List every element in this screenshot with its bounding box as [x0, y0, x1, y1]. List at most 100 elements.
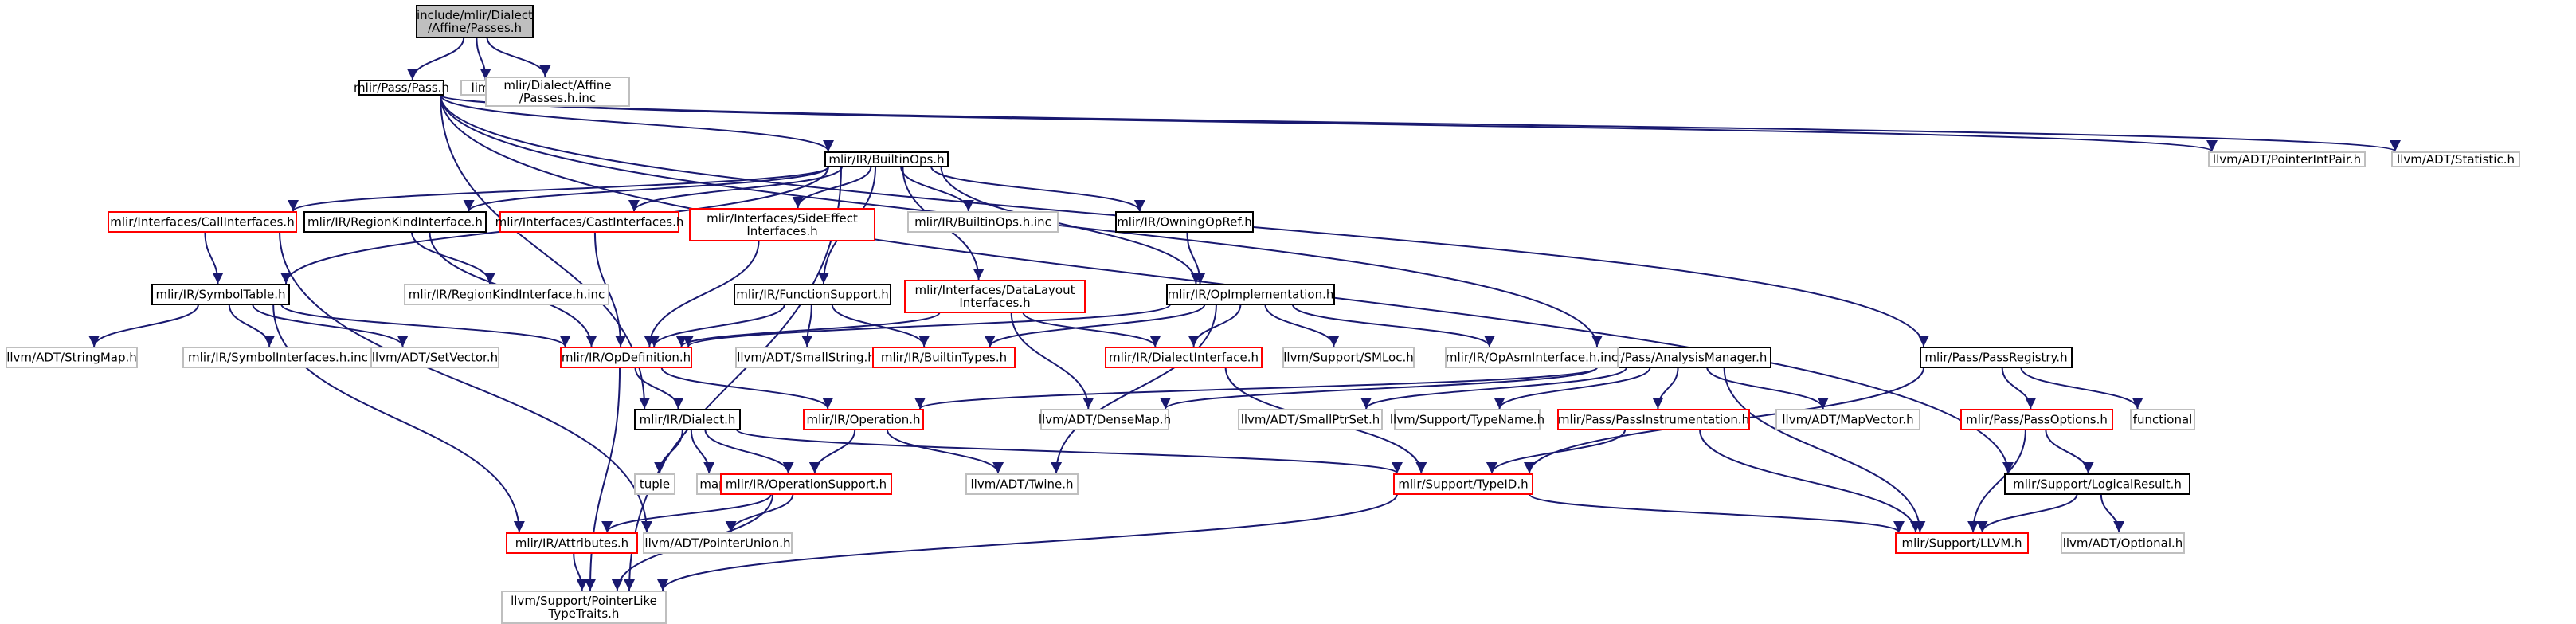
node-opdefinition[interactable]: mlir/IR/OpDefinition.h: [560, 347, 692, 368]
node-builtinops-inc[interactable]: mlir/IR/BuiltinOps.h.inc: [907, 211, 1059, 233]
edge-passoptions-to-support-llvm: [1967, 429, 2026, 533]
node-box: [2208, 151, 2366, 167]
edge-dialect-to-map: [690, 429, 715, 474]
edge-functionsupport-to-smallstring: [801, 304, 813, 347]
edge-analysismanager-to-smallptrset: [1360, 367, 1627, 410]
node-stringmap[interactable]: llvm/ADT/StringMap.h: [6, 347, 138, 368]
node-label: mlir/Pass/Pass.h: [354, 80, 449, 95]
node-typeid[interactable]: mlir/Support/TypeID.h: [1393, 473, 1533, 495]
node-label: mlir/IR/FunctionSupport.h: [736, 288, 888, 302]
node-setvector[interactable]: llvm/ADT/SetVector.h: [370, 347, 499, 368]
edge-builtinops-to-castinterfaces: [628, 166, 844, 212]
edge-root-to-passes-inc: [486, 37, 551, 77]
node-smallstring[interactable]: llvm/ADT/SmallString.h: [735, 347, 877, 368]
node-castinterfaces[interactable]: mlir/Interfaces/CastInterfaces.h: [495, 211, 684, 233]
node-logicalresult[interactable]: mlir/Support/LogicalResult.h: [2004, 473, 2190, 495]
node-box: [1115, 211, 1254, 233]
edge-operation-to-twine: [886, 429, 1004, 474]
edge-operationsupport-to-attributes: [601, 493, 772, 533]
node-box: [634, 473, 675, 495]
node-typename[interactable]: llvm/Support/TypeName.h: [1390, 409, 1544, 430]
node-densemap[interactable]: llvm/ADT/DenseMap.h: [1039, 409, 1171, 430]
node-callinterfaces[interactable]: mlir/Interfaces/CallInterfaces.h: [108, 211, 297, 233]
node-attributes[interactable]: mlir/IR/Attributes.h: [506, 532, 638, 554]
node-label: mlir/IR/SymbolInterfaces.h.inc: [188, 351, 368, 365]
edge-dialect-to-typeid: [736, 429, 1403, 474]
node-label: mlir/IR/Attributes.h: [515, 536, 628, 551]
node-label: mlir/IR/DialectInterface.h: [1109, 351, 1259, 365]
node-mapvector[interactable]: llvm/ADT/MapVector.h: [1775, 409, 1920, 430]
node-label: /Passes.h.inc: [519, 91, 596, 105]
node-box: [6, 347, 138, 368]
node-label: llvm/Support/TypeName.h: [1390, 413, 1544, 427]
edge-analysismanager-to-passinstrumentation: [1652, 367, 1679, 410]
node-builtintypes[interactable]: mlir/IR/BuiltinTypes.h: [872, 347, 1016, 368]
node-label: mlir/IR/BuiltinTypes.h: [881, 351, 1007, 365]
node-builtinops[interactable]: mlir/IR/BuiltinOps.h: [824, 151, 949, 167]
node-smloc[interactable]: llvm/Support/SMLoc.h: [1282, 347, 1415, 368]
node-pointerintpair[interactable]: llvm/ADT/PointerIntPair.h: [2208, 151, 2366, 167]
node-label: llvm/ADT/Twine.h: [970, 477, 1073, 492]
edge-regionkind-to-regionkind-inc: [411, 231, 495, 285]
node-operationsupport[interactable]: mlir/IR/OperationSupport.h: [720, 473, 892, 495]
node-pointerunion[interactable]: llvm/ADT/PointerUnion.h: [643, 532, 793, 554]
node-symboltable[interactable]: mlir/IR/SymbolTable.h: [151, 284, 290, 305]
node-pass[interactable]: mlir/Pass/Pass.h: [354, 80, 449, 96]
node-dialect[interactable]: mlir/IR/Dialect.h: [634, 409, 741, 430]
node-box: [907, 211, 1059, 233]
edge-opimpl-to-twine: [1051, 304, 1217, 474]
edge-builtinops-to-builtinops-inc: [900, 166, 974, 212]
node-passregistry[interactable]: mlir/Pass/PassRegistry.h: [1920, 347, 2073, 368]
edge-builtinops-to-regionkind: [463, 166, 829, 212]
node-label: llvm/ADT/StringMap.h: [6, 351, 137, 365]
node-regionkind[interactable]: mlir/IR/RegionKindInterface.h: [303, 211, 487, 233]
node-label: llvm/ADT/SetVector.h: [372, 351, 498, 365]
node-label: llvm/ADT/Statistic.h: [2397, 152, 2515, 167]
node-opasminterface-inc[interactable]: mlir/IR/OpAsmInterface.h.inc: [1445, 347, 1619, 368]
edge-pass-to-statistic: [440, 94, 2401, 152]
node-symbolinterfaces-inc[interactable]: mlir/IR/SymbolInterfaces.h.inc: [182, 347, 374, 368]
node-box: [1445, 347, 1619, 368]
node-passoptions[interactable]: mlir/Pass/PassOptions.h: [1960, 409, 2113, 430]
node-label: mlir/Support/LogicalResult.h: [2013, 477, 2182, 492]
node-analysismanager[interactable]: mlir/Pass/AnalysisManager.h: [1593, 347, 1771, 368]
node-passes-inc[interactable]: mlir/Dialect/Affine/Passes.h.inc: [485, 77, 630, 107]
node-support-llvm[interactable]: mlir/Support/LLVM.h: [1895, 532, 2029, 554]
node-functional[interactable]: functional: [2130, 409, 2195, 430]
node-box: [1394, 409, 1541, 430]
edge-typeid-to-support-llvm: [1529, 493, 1905, 533]
node-regionkind-inc[interactable]: mlir/IR/RegionKindInterface.h.inc: [404, 284, 609, 305]
node-label: mlir/IR/Dialect.h: [640, 413, 736, 427]
node-label: mlir/Support/LLVM.h: [1901, 536, 2022, 551]
node-twine[interactable]: llvm/ADT/Twine.h: [965, 473, 1079, 495]
node-box: [1393, 473, 1533, 495]
node-box: [485, 77, 630, 107]
edge-builtinops-to-owningopref: [930, 166, 1145, 212]
edge-passregistry-to-functional: [2020, 367, 2143, 410]
edge-datalayout-to-dialectinterface: [1022, 312, 1161, 347]
node-dialectinterface[interactable]: mlir/IR/DialectInterface.h: [1105, 347, 1263, 368]
edge-opdefinition-to-pointerlike: [584, 367, 621, 591]
node-owningopref[interactable]: mlir/IR/OwningOpRef.h: [1115, 211, 1254, 233]
node-box: [151, 284, 290, 305]
node-box: [1895, 532, 2029, 554]
node-opimpl[interactable]: mlir/IR/OpImplementation.h: [1166, 284, 1335, 305]
node-box: [1593, 347, 1771, 368]
node-root[interactable]: include/mlir/Dialect/Affine/Passes.h: [416, 5, 534, 38]
node-box: [370, 347, 499, 368]
node-box: [634, 409, 741, 430]
node-tuple[interactable]: tuple: [634, 473, 675, 495]
node-passinstrumentation[interactable]: mlir/Pass/PassInstrumentation.h: [1557, 409, 1750, 430]
node-optional[interactable]: llvm/ADT/Optional.h: [2061, 532, 2185, 554]
node-operation[interactable]: mlir/IR/Operation.h: [803, 409, 924, 430]
edge-opdefinition-to-dialect: [634, 367, 684, 410]
edge-dialect-to-tuple: [654, 429, 683, 474]
node-smallptrset[interactable]: llvm/ADT/SmallPtrSet.h: [1238, 409, 1383, 430]
node-functionsupport[interactable]: mlir/IR/FunctionSupport.h: [734, 284, 891, 305]
node-statistic[interactable]: llvm/ADT/Statistic.h: [2391, 151, 2520, 167]
node-label: mlir/IR/OpImplementation.h: [1168, 288, 1334, 302]
edge-analysismanager-to-densemap: [1160, 367, 1598, 410]
